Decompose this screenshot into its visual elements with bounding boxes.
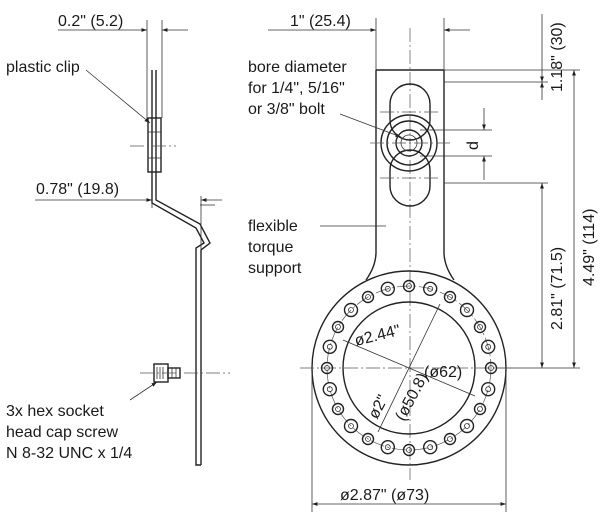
- mounting-hole-inner: [477, 406, 483, 412]
- mounting-hole: [331, 320, 345, 334]
- mounting-hole-inner: [477, 324, 483, 330]
- plastic-clip-label: plastic clip: [6, 59, 80, 76]
- bracket-profile: [155, 70, 211, 465]
- bracket-profile-inner: [151, 70, 205, 466]
- dim-top-label: 1.18" (30): [549, 22, 566, 92]
- mounting-hole-inner: [464, 307, 470, 313]
- mounting-hole: [459, 418, 475, 434]
- mounting-hole-inner: [326, 386, 333, 393]
- mounting-hole-inner: [335, 406, 341, 412]
- dim-offset-label: 0.78" (19.8): [36, 181, 119, 198]
- mounting-hole: [473, 320, 487, 334]
- bolt-circle: [326, 285, 492, 451]
- mounting-hole: [361, 432, 375, 446]
- mounting-hole: [361, 290, 375, 304]
- mounting-hole: [331, 402, 345, 416]
- mounting-hole: [459, 302, 475, 318]
- mounting-hole: [423, 281, 438, 296]
- mounting-hole-inner: [485, 386, 492, 393]
- screw-label: 3x hex socket head cap screw N 8-32 UNC …: [6, 403, 132, 462]
- mounting-hole-inner: [365, 294, 371, 300]
- hex-screw: [140, 363, 230, 383]
- mounting-hole: [380, 281, 395, 296]
- dim-inner-in: ø2": [366, 392, 392, 421]
- mounting-hole: [423, 440, 438, 455]
- mounting-hole: [322, 339, 337, 354]
- plastic-clip-leader: [85, 69, 151, 124]
- dim-d-label: d: [465, 141, 482, 150]
- mounting-hole-inner: [335, 324, 341, 330]
- mounting-hole-inner: [365, 436, 371, 442]
- dim-center-label: 2.81" (71.5): [549, 247, 566, 330]
- front-view: 1" (25.4) bore diameter for 1/4", 5/16" …: [248, 13, 598, 512]
- dim-clip-width-label: 0.2" (5.2): [58, 13, 123, 30]
- inner-bore: [342, 301, 476, 435]
- mounting-hole-inner: [485, 343, 492, 350]
- mounting-hole: [343, 418, 359, 434]
- mounting-hole-inner: [447, 294, 453, 300]
- mounting-hole-inner: [348, 307, 354, 313]
- dim-bolt-circle-in: ø2.44": [353, 322, 402, 350]
- dim-outer-label: ø2.87" (ø73): [340, 487, 429, 504]
- mounting-hole: [322, 382, 337, 397]
- side-view: 0.2" (5.2) plastic clip 0.78" (19.8): [6, 13, 230, 466]
- mounting-hole: [402, 279, 416, 293]
- plastic-clip: [147, 117, 162, 173]
- mounting-hole-inner: [406, 447, 412, 453]
- mounting-hole: [443, 432, 457, 446]
- support-label: flexible torque support: [248, 218, 302, 277]
- mounting-hole-inner: [488, 365, 494, 371]
- mounting-hole-inner: [326, 343, 333, 350]
- mounting-hole: [484, 361, 498, 375]
- dim-total-label: 4.49" (114): [581, 209, 598, 286]
- support-arm-outline: [365, 70, 455, 281]
- mounting-hole-inner: [406, 283, 412, 289]
- mounting-hole: [481, 382, 496, 397]
- mounting-hole-inner: [447, 436, 453, 442]
- mounting-hole-inner: [427, 285, 434, 292]
- dim-bolt-circle-mm: (ø62): [424, 364, 462, 381]
- mounting-hole: [380, 440, 395, 455]
- dim-inner-mm: (ø50.8): [393, 370, 432, 424]
- mounting-hole: [343, 302, 359, 318]
- mounting-hole-inner: [324, 365, 330, 371]
- mounting-hole: [443, 290, 457, 304]
- bore-leader: [339, 113, 402, 138]
- mounting-hole-inner: [348, 423, 354, 429]
- mounting-hole: [481, 339, 496, 354]
- mounting-hole: [402, 443, 416, 457]
- mounting-hole: [473, 402, 487, 416]
- bore-label: bore diameter for 1/4", 5/16" or 3/8" bo…: [248, 59, 351, 118]
- mounting-hole-inner: [464, 423, 470, 429]
- screw-leader: [129, 381, 158, 401]
- mounting-hole-inner: [427, 444, 434, 451]
- dim-arm-width-label: 1" (25.4): [290, 13, 351, 30]
- mounting-hole: [320, 361, 334, 375]
- mounting-holes: [320, 279, 498, 457]
- mounting-hole-inner: [384, 285, 391, 292]
- mounting-hole-inner: [384, 444, 391, 451]
